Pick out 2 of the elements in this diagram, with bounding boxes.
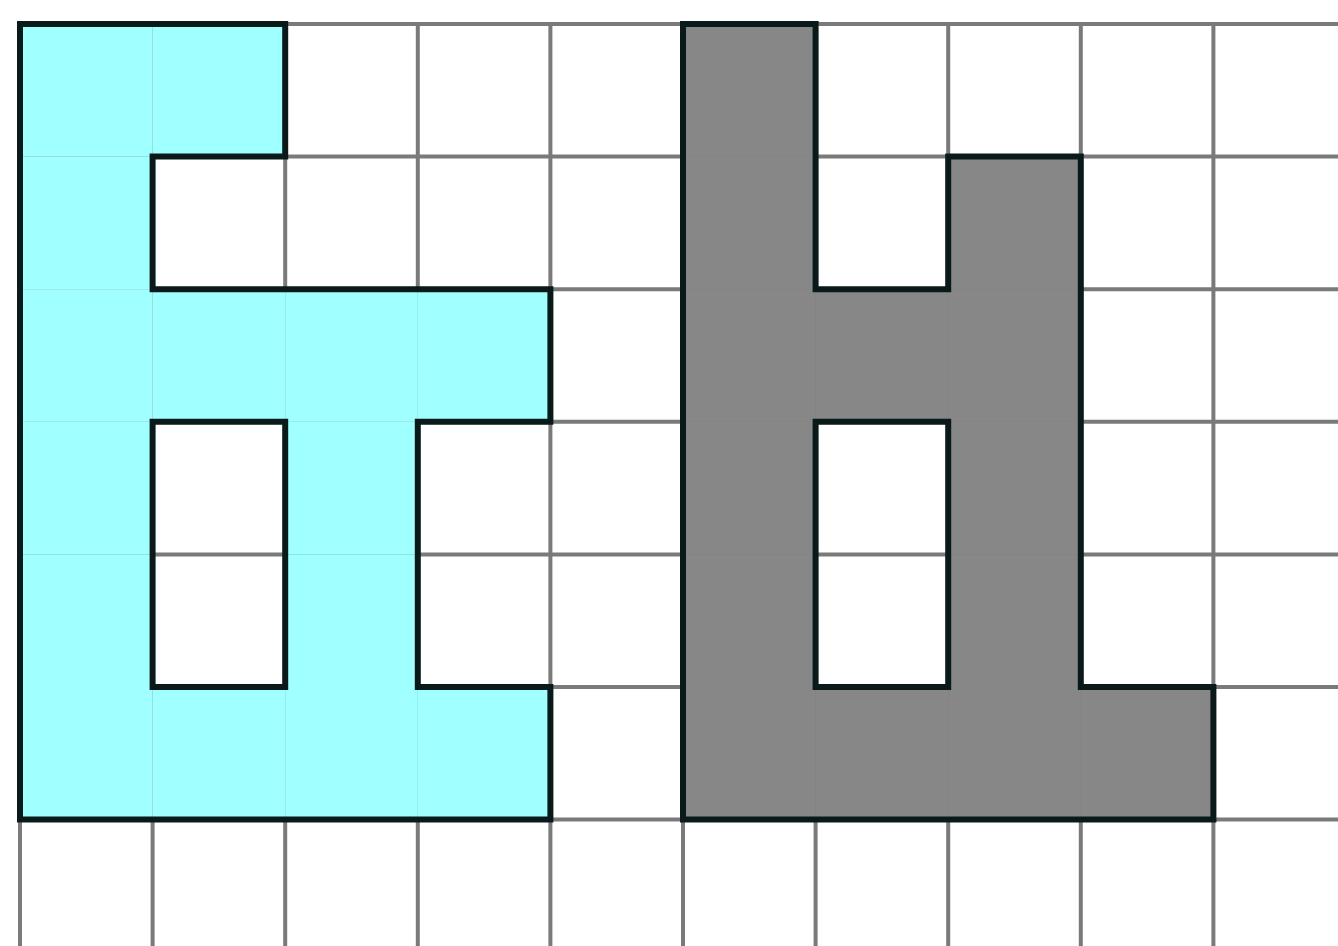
polyomino-shape — [17, 21, 554, 823]
polyomino-shape — [680, 21, 1217, 823]
